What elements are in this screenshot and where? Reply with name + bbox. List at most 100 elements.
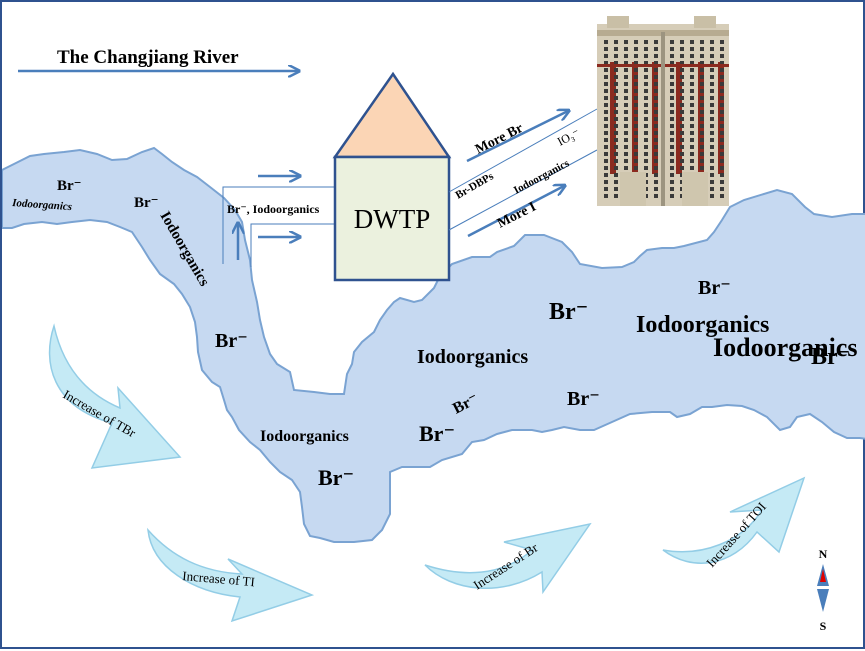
building-window (604, 131, 608, 135)
building-window (680, 40, 684, 44)
building-window (680, 124, 684, 128)
building-window (670, 61, 674, 65)
building-window (634, 152, 638, 156)
building-window (634, 54, 638, 58)
building-window (614, 166, 618, 170)
building-window (690, 61, 694, 65)
building-window (690, 166, 694, 170)
building-window (680, 152, 684, 156)
building-window (680, 75, 684, 79)
building-window (720, 152, 724, 156)
building-column (610, 62, 616, 174)
building-window (614, 54, 618, 58)
building-window (614, 138, 618, 142)
building-window (680, 82, 684, 86)
building-window (700, 166, 704, 170)
building-window (700, 159, 704, 163)
building-window (624, 68, 628, 72)
river-label-br: Br⁻ (811, 344, 850, 370)
building-window (634, 75, 638, 79)
output-pipe-bottom (448, 149, 598, 231)
building-window (710, 40, 714, 44)
building-window (680, 117, 684, 121)
building-window (700, 103, 704, 107)
trend-arrow-ti (146, 527, 315, 623)
building-window (670, 89, 674, 93)
building-window (670, 103, 674, 107)
building-window (690, 68, 694, 72)
building-window (604, 82, 608, 86)
building-window (710, 166, 714, 170)
building-window (670, 96, 674, 100)
building-window (644, 61, 648, 65)
building-window (604, 187, 608, 191)
building-window (690, 124, 694, 128)
building-window (710, 82, 714, 86)
building-window (710, 138, 714, 142)
building-window (624, 47, 628, 51)
building-window (644, 131, 648, 135)
building-window (680, 47, 684, 51)
building-window (720, 61, 724, 65)
building-window (624, 117, 628, 121)
building-window (690, 75, 694, 79)
building-window (604, 47, 608, 51)
building-window (700, 68, 704, 72)
building-window (634, 138, 638, 142)
building-window (720, 89, 724, 93)
io3-label: IO₃⁻ (555, 126, 582, 149)
building-window (604, 124, 608, 128)
building-window (614, 82, 618, 86)
building-window (720, 40, 724, 44)
building-window (624, 110, 628, 114)
building-window (690, 103, 694, 107)
more-br-label: More Br (473, 121, 526, 158)
building-window (624, 131, 628, 135)
building-window (644, 89, 648, 93)
building-window (644, 138, 648, 142)
building-window (690, 40, 694, 44)
building-window (654, 131, 658, 135)
building-window (700, 47, 704, 51)
building-window (654, 54, 658, 58)
building-window (700, 96, 704, 100)
building-window (690, 159, 694, 163)
building-window (670, 47, 674, 51)
river-label-iodoorganics: Br⁻ (567, 388, 600, 410)
building-window (670, 68, 674, 72)
building-window (634, 89, 638, 93)
building-window (644, 96, 648, 100)
output-iodoorganics-label: Iodoorganics (512, 157, 572, 197)
building-window (690, 117, 694, 121)
building-window (604, 110, 608, 114)
building-window (624, 61, 628, 65)
building-window (604, 68, 608, 72)
building-window (634, 159, 638, 163)
building-window (604, 138, 608, 142)
building-window (670, 138, 674, 142)
building-window (614, 194, 618, 198)
building-window (654, 103, 658, 107)
building-window (614, 173, 618, 177)
more-br-arrow (466, 111, 568, 163)
building-window (720, 124, 724, 128)
building-window (710, 61, 714, 65)
building-window (720, 75, 724, 79)
building-window (670, 173, 674, 177)
building-window (700, 40, 704, 44)
building-window (720, 103, 724, 107)
building-window (614, 96, 618, 100)
building-window (700, 145, 704, 149)
building-window (710, 96, 714, 100)
building-window (710, 159, 714, 163)
building-window (720, 187, 724, 191)
building-window (710, 180, 714, 184)
building-window (644, 152, 648, 156)
building-window (634, 124, 638, 128)
building-window (634, 110, 638, 114)
building-window (700, 82, 704, 86)
building-window (720, 180, 724, 184)
building-window (690, 145, 694, 149)
building-window (654, 75, 658, 79)
building-window (604, 40, 608, 44)
